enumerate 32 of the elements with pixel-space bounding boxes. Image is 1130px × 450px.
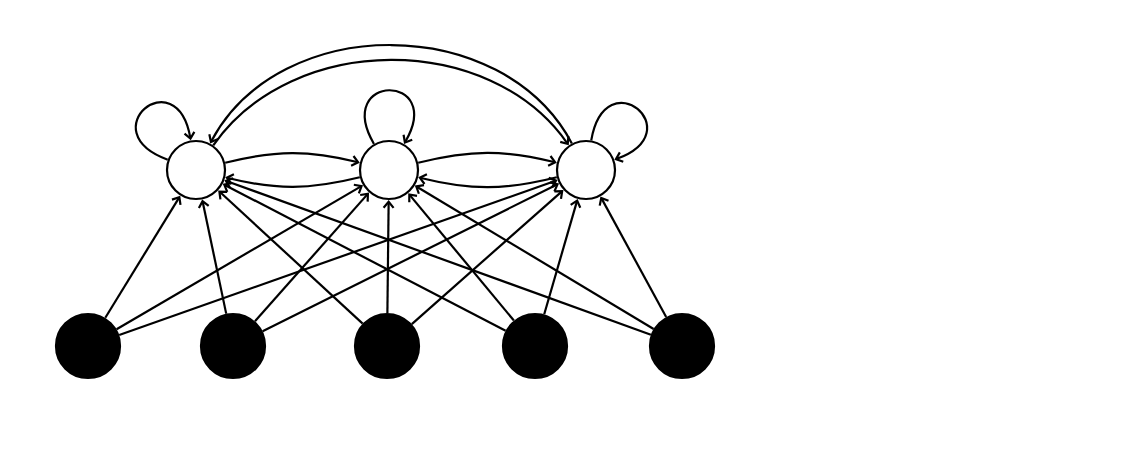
arrow (382, 200, 395, 313)
arrow (598, 196, 668, 318)
neuron-circle (165, 139, 227, 201)
arrow (116, 183, 364, 331)
arrow (222, 181, 507, 332)
arrow (411, 189, 564, 325)
input-dot (199, 312, 267, 380)
arrow (218, 190, 364, 325)
loop-arrow (363, 89, 416, 145)
arrow (543, 198, 582, 315)
input-dot (54, 312, 122, 380)
arrow (224, 177, 652, 336)
curved-arrow (225, 173, 361, 188)
arrow (408, 193, 515, 322)
neuron-circle (358, 139, 420, 201)
arrow (104, 195, 182, 319)
input-dot (353, 312, 421, 380)
arrow (254, 192, 370, 322)
loop-arrow (134, 101, 196, 161)
curved-arrow (212, 58, 570, 147)
arrow (262, 181, 560, 333)
arrow (118, 176, 558, 336)
neuron-circle (555, 139, 617, 201)
arrow (197, 199, 228, 314)
arrow (414, 184, 655, 330)
input-dot (648, 312, 716, 380)
curved-arrow (418, 173, 558, 189)
curved-arrow (224, 152, 360, 167)
curved-arrow (417, 151, 557, 167)
curved-arrow (208, 44, 573, 145)
loop-arrow (590, 102, 648, 163)
input-dot (501, 312, 569, 380)
